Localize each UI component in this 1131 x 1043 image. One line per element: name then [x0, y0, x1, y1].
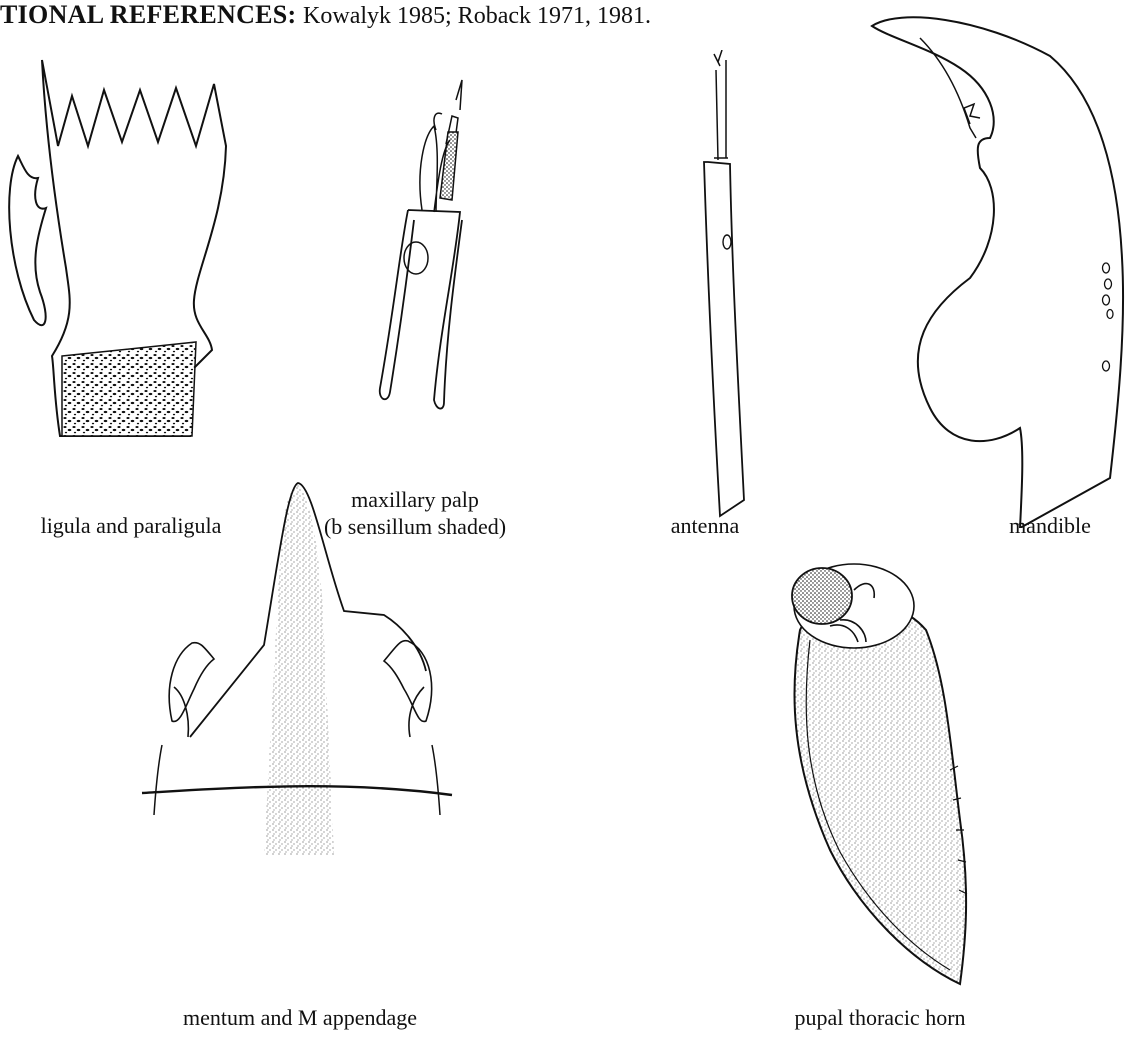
maxillary-palp-figure — [350, 70, 500, 430]
paraligula-outline — [9, 156, 46, 325]
palp-body-outline — [380, 210, 462, 409]
palp-oval-ring — [404, 242, 428, 274]
antenna-caption: antenna — [650, 512, 760, 539]
pupal-horn-caption: pupal thoracic horn — [780, 1004, 980, 1031]
mandible-inner-tooth — [920, 38, 980, 138]
antenna-tip-segments — [714, 50, 728, 160]
references-list: Kowalyk 1985; Roback 1971, 1981. — [303, 3, 651, 29]
mentum-figure — [134, 475, 460, 859]
mandible-setae-pores — [1103, 263, 1114, 371]
m-appendage-right — [384, 641, 432, 737]
mandible-figure — [860, 8, 1131, 528]
horn-stippled-body — [794, 604, 966, 984]
additional-references-line: TIONAL REFERENCES: Kowalyk 1985; Roback … — [0, 0, 860, 34]
mandible-caption: mandible — [995, 512, 1105, 539]
antenna-shaft-outline — [704, 162, 744, 516]
ligula-stippled-base — [62, 342, 196, 436]
m-appendage-left — [169, 643, 214, 737]
mandible-outline — [872, 17, 1123, 528]
references-heading: TIONAL REFERENCES: — [0, 0, 297, 29]
horn-atrium-disc — [792, 568, 852, 624]
pupal-horn-figure — [770, 560, 980, 988]
mentum-caption: mentum and M appendage — [140, 1004, 460, 1031]
antenna-figure — [680, 50, 760, 520]
antenna-ring-organ — [723, 235, 731, 249]
ligula-paraligula-figure — [0, 38, 260, 458]
mentum-median-shading — [264, 483, 334, 855]
